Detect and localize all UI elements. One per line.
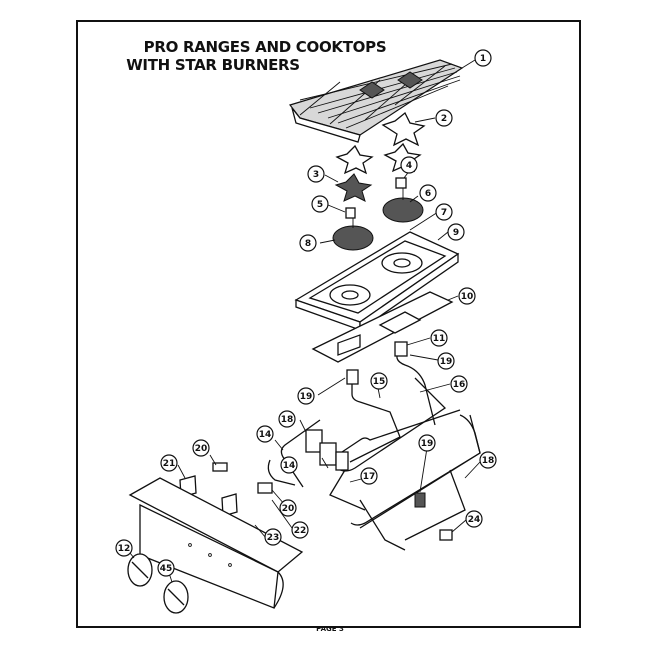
callout-number: 22: [294, 526, 307, 536]
callout-number: 21: [163, 459, 176, 469]
callout-18: 18: [479, 451, 497, 469]
callout-19: 19: [437, 352, 455, 370]
callout-17: 17: [360, 467, 378, 485]
callout-11: 11: [430, 329, 448, 347]
callout-45: 45: [157, 559, 175, 577]
callout-number: 23: [267, 533, 280, 543]
page-footer: PAGE 3: [316, 625, 344, 633]
callout-18: 18: [278, 410, 296, 428]
callout-12: 12: [115, 539, 133, 557]
part-lower-pan: [311, 291, 454, 363]
callout-number: 18: [482, 456, 495, 466]
callout-number: 17: [363, 472, 376, 482]
callout-number: 14: [283, 461, 296, 471]
callout-2: 2: [435, 109, 453, 127]
callout-number: 19: [440, 357, 453, 367]
callout-19: 19: [297, 387, 315, 405]
callout-number: 20: [282, 504, 295, 514]
callout-7: 7: [435, 203, 453, 221]
callout-19: 19: [418, 434, 436, 452]
diagram-title-line1: PRO RANGES AND COOKTOPS: [143, 38, 387, 56]
callout-14: 14: [280, 456, 298, 474]
part-gas-valves-and-tubes: [212, 341, 481, 551]
callout-number: 11: [433, 334, 446, 344]
callout-number: 15: [373, 377, 386, 387]
callout-number: 45: [160, 564, 173, 574]
callout-number: 19: [421, 439, 434, 449]
callout-number: 10: [461, 292, 474, 302]
callout-9: 9: [447, 223, 465, 241]
callout-15: 15: [370, 372, 388, 390]
callout-number: 5: [317, 200, 323, 210]
callout-4: 4: [400, 156, 418, 174]
callout-23: 23: [264, 528, 282, 546]
callout-number: 3: [313, 170, 319, 180]
callout-number: 20: [195, 444, 208, 454]
part-burner-box: [294, 231, 460, 332]
callout-24: 24: [465, 510, 483, 528]
callout-number: 12: [118, 544, 131, 554]
callout-20: 20: [192, 439, 210, 457]
callout-8: 8: [299, 234, 317, 252]
callout-number: 14: [259, 430, 272, 440]
callout-number: 4: [406, 161, 412, 171]
callout-20: 20: [279, 499, 297, 517]
callout-1: 1: [474, 49, 492, 67]
callout-22: 22: [291, 521, 309, 539]
callout-21: 21: [160, 454, 178, 472]
callout-14: 14: [256, 425, 274, 443]
callout-number: 2: [441, 114, 447, 124]
callout-16: 16: [450, 375, 468, 393]
part-valve-manifold: [305, 429, 349, 471]
part-grate: [288, 59, 464, 143]
part-control-panel: [128, 477, 304, 609]
callout-5: 5: [311, 195, 329, 213]
callout-number: 19: [300, 392, 313, 402]
callout-number: 8: [305, 239, 311, 249]
callout-number: 16: [453, 380, 466, 390]
callout-number: 18: [281, 415, 294, 425]
callout-number: 9: [453, 228, 459, 238]
callout-number: 7: [441, 208, 447, 218]
callout-3: 3: [307, 165, 325, 183]
callout-number: 1: [480, 54, 486, 64]
callout-number: 24: [468, 515, 481, 525]
callout-10: 10: [458, 287, 476, 305]
part-knobs: [127, 553, 189, 614]
callout-6: 6: [419, 184, 437, 202]
callout-number: 6: [425, 189, 431, 199]
diagram-title-line2: WITH STAR BURNERS: [126, 56, 300, 74]
